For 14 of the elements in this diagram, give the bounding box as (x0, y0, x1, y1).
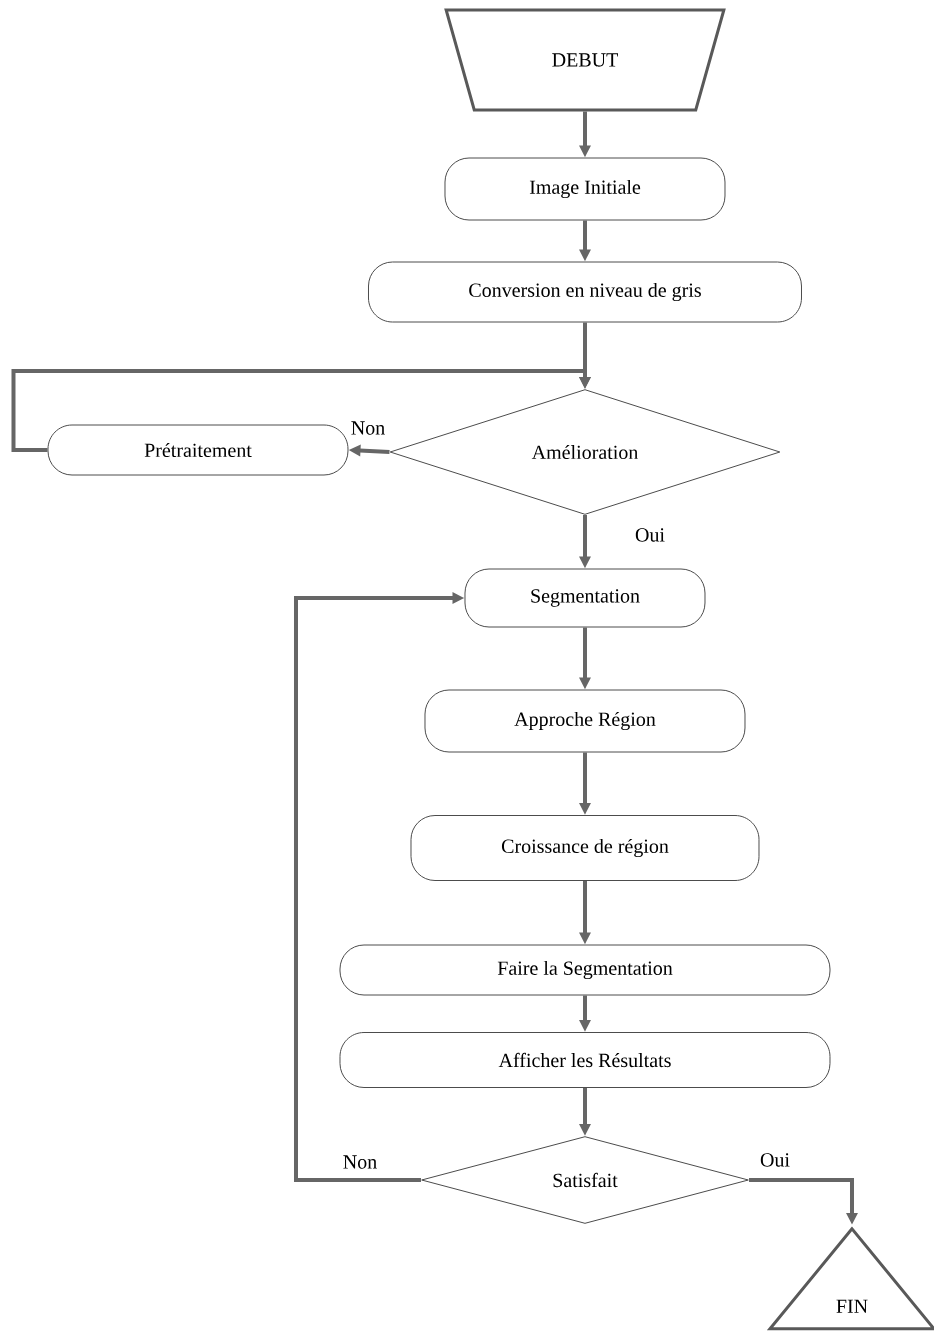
process-box: Afficher les Résultats (339, 1032, 831, 1088)
process-box: Approche Région (424, 689, 746, 753)
process-box: Faire la Segmentation (339, 944, 831, 996)
process-box: Image Initiale (444, 157, 726, 221)
process-box: Conversion en niveau de gris (368, 261, 802, 323)
process-box: Segmentation (464, 568, 706, 628)
start-trapezoid: DEBUT (444, 8, 726, 112)
edge-label: Oui (633, 526, 667, 544)
edge-label: Non (340, 1153, 380, 1171)
arrow (11, 369, 591, 452)
edge-label: Non (348, 419, 388, 437)
process-box: Prétraitement (47, 424, 349, 476)
process-box: Croissance de région (410, 815, 760, 881)
edge-label: Oui (758, 1151, 792, 1169)
